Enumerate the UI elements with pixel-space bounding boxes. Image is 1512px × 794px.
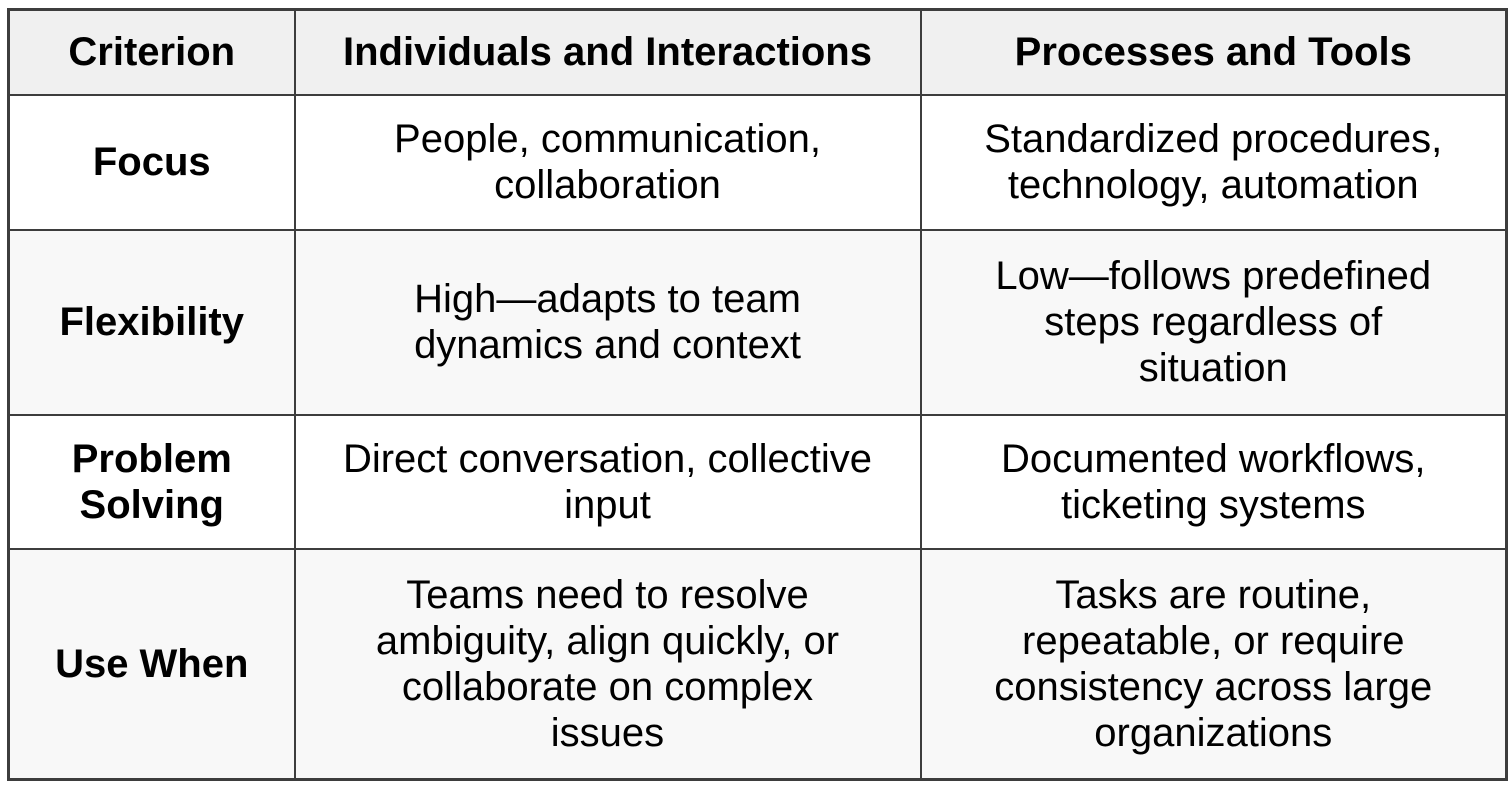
row-label-use-when: Use When (7, 547, 296, 781)
table-row-flexibility: Flexibility High—adapts to team dynamics… (7, 228, 1508, 416)
table-row-use-when: Use When Teams need to resolve ambiguity… (7, 547, 1508, 781)
cell-focus-processes: Standardized procedures, technology, aut… (919, 93, 1508, 231)
row-label-focus: Focus (7, 93, 296, 231)
cell-use-when-processes: Tasks are routine, repeatable, or requir… (919, 547, 1508, 781)
cell-focus-individuals: People, communication, collaboration (293, 93, 922, 231)
cell-use-when-individuals: Teams need to resolve ambiguity, align q… (293, 547, 922, 781)
comparison-table-container: Criterion Individuals and Interactions P… (7, 8, 1508, 781)
header-cell-individuals-and-interactions: Individuals and Interactions (293, 8, 922, 96)
table-row-focus: Focus People, communication, collaborati… (7, 93, 1508, 231)
cell-flexibility-individuals: High—adapts to team dynamics and context (293, 228, 922, 416)
table-header-row: Criterion Individuals and Interactions P… (7, 8, 1508, 96)
header-cell-criterion: Criterion (7, 8, 296, 96)
header-cell-processes-and-tools: Processes and Tools (919, 8, 1508, 96)
row-label-flexibility: Flexibility (7, 228, 296, 416)
table-row-problem-solving: Problem Solving Direct conversation, col… (7, 413, 1508, 550)
row-label-problem-solving: Problem Solving (7, 413, 296, 550)
comparison-table: Criterion Individuals and Interactions P… (7, 8, 1508, 781)
cell-flexibility-processes: Low—follows predefined steps regardless … (919, 228, 1508, 416)
cell-problem-solving-individuals: Direct conversation, collective input (293, 413, 922, 550)
cell-problem-solving-processes: Documented workflows, ticketing systems (919, 413, 1508, 550)
